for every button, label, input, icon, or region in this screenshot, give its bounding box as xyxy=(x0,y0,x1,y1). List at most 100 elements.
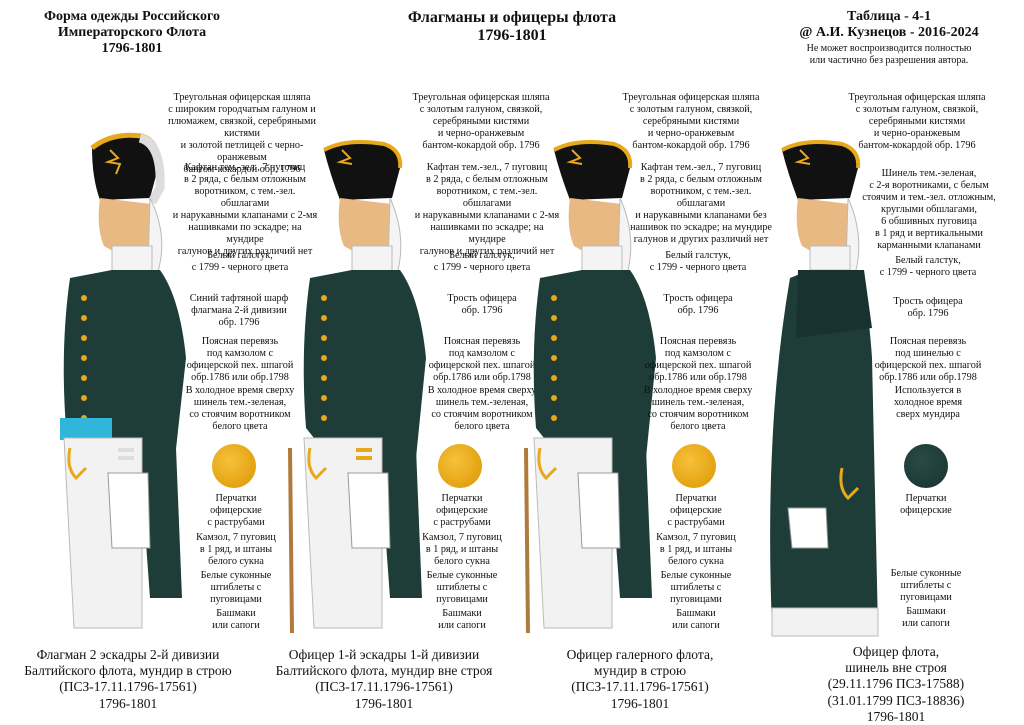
caption-line: (ПСЗ-17.11.1796-17561) xyxy=(59,679,197,695)
note-line: Башмаки xyxy=(906,606,946,617)
overcoat-color-swatch xyxy=(904,444,948,488)
note-line: Камзол, 7 пуговиц xyxy=(422,532,502,543)
note-line: Перчатки xyxy=(441,493,483,504)
note-line: Белый галстук, xyxy=(665,250,731,261)
note-line: воротником, с тем.-зел. обшлагами xyxy=(436,185,538,209)
note-line: офицерской пех. шпагой xyxy=(428,359,536,371)
note-line: обр.1786 или обр.1798 xyxy=(433,371,531,383)
note-line: серебряными кистями xyxy=(432,115,530,127)
note-line: Треугольная офицерская шляпа xyxy=(622,92,760,103)
note-line: под камзолом с xyxy=(448,347,516,359)
note-line: Перчатки xyxy=(905,493,947,504)
note-line: белого цвета xyxy=(212,420,268,432)
note-line: Кафтан тем.-зел., 7 пуговиц xyxy=(426,162,548,173)
copyright-note: Не может воспроизводится полностью или ч… xyxy=(764,43,1014,66)
note-line: и черно-оранжевым xyxy=(437,127,525,139)
note-line: и нарукавными клапанами без xyxy=(635,209,767,221)
note-line: Трость офицера xyxy=(447,293,517,304)
note-line: с раструбами xyxy=(433,516,491,528)
caption-line: Балтийского флота, мундир в строю xyxy=(24,663,232,679)
note-line: с 1799 - черного цвета xyxy=(191,261,289,273)
note-line: В холодное время сверху xyxy=(185,385,295,396)
figure-flagman-illustration xyxy=(60,132,186,629)
note-line: с 1799 - черного цвета xyxy=(433,261,531,273)
note-line: Поясная перевязь xyxy=(201,336,279,347)
note-overcoat-description: Шинель тем.-зеленая,с 2-я воротниками, с… xyxy=(854,168,1004,252)
note-necktie: Белый галстук,с 1799 - черного цвета xyxy=(868,255,988,279)
note-line: Кафтан тем.-зел., 7 пуговиц xyxy=(184,162,306,173)
note-line: офицерские xyxy=(900,504,952,516)
note-line: бантом-кокардой обр. 1796 xyxy=(183,163,301,175)
caption-line: Офицер галерного флота, xyxy=(566,647,714,662)
note-line: Поясная перевязь xyxy=(443,336,521,347)
caption-line: (29.11.1796 ПСЗ-17588) xyxy=(827,676,965,692)
note-line: Перчатки xyxy=(215,493,257,504)
note-line: сверх мундира xyxy=(896,408,960,420)
note-line: воротником, с тем.-зел. обшлагами xyxy=(194,185,296,209)
note-line: под камзолом с xyxy=(206,347,274,359)
note-line: офицерской пех. шпагой xyxy=(186,359,294,371)
caption-line: Офицер флота, xyxy=(852,644,940,659)
note-line: офицерские xyxy=(210,504,262,516)
note-line: в 1 ряд, и штаны xyxy=(659,543,733,555)
note-line: пуговицами xyxy=(670,593,722,605)
note-line: 6 обшивных пуговица xyxy=(881,215,977,227)
note-line: с золотым галуном, связкой, xyxy=(419,103,543,115)
note-line: Белые суконные xyxy=(426,570,498,581)
note-line: белого цвета xyxy=(454,420,510,432)
page-title: Флагманы и офицеры флота 1796-1801 xyxy=(300,9,724,46)
note-line: в 2 ряда, с белым отложным xyxy=(639,173,762,185)
page-title-line: 1796-1801 xyxy=(477,27,547,45)
note-line: Треугольная офицерская шляпа xyxy=(173,92,311,103)
note-line: шинель тем.-зеленая, xyxy=(435,396,529,408)
caption-line: Офицер 1-й эскадры 1-й дивизии xyxy=(288,647,480,662)
note-line: Трость офицера xyxy=(663,293,733,304)
note-line: со стоячим воротником xyxy=(189,408,291,420)
note-line: серебряными кистями xyxy=(868,115,966,127)
note-line: и черно-оранжевым xyxy=(647,127,735,139)
note-line: Кафтан тем.-зел., 7 пуговиц xyxy=(640,162,762,173)
note-line: Перчатки xyxy=(675,493,717,504)
caption-line: (ПСЗ-17.11.1796-17561) xyxy=(571,679,709,695)
note-line: Поясная перевязь xyxy=(659,336,737,347)
note-line: карманными клапанами xyxy=(877,239,981,251)
button-color-swatch xyxy=(212,444,256,488)
note-line: нашивок по эскадре; на мундире xyxy=(630,221,772,233)
figure-galley-officer-illustration xyxy=(524,140,656,634)
note-line: в 2 ряда, с белым отложным xyxy=(183,173,306,185)
note-line: Белый галстук, xyxy=(207,250,273,261)
caption: Офицер флота,шинель вне строя(29.11.1796… xyxy=(768,644,1024,725)
note-line: или сапоги xyxy=(438,619,486,631)
note-line: и нарукавными клапанами с 2-мя xyxy=(414,209,560,221)
header-left: Форма одежды Российского Императорского … xyxy=(12,9,252,57)
caption-line: 1796-1801 xyxy=(610,695,670,711)
note-line: обр.1786 или обр.1798 xyxy=(649,371,747,383)
note-line: штиблеты с xyxy=(436,581,488,593)
note-line: в 2 ряда, с белым отложным xyxy=(425,173,548,185)
note-line: белого сукна xyxy=(668,555,724,567)
note-line: Камзол, 7 пуговиц xyxy=(656,532,736,543)
note-line: белого цвета xyxy=(670,420,726,432)
note-line: Белые суконные xyxy=(890,568,962,579)
note-line: бантом-кокардой обр. 1796 xyxy=(858,139,976,151)
button-color-swatch xyxy=(672,444,716,488)
note-line: в 1 ряд и вертикальными xyxy=(875,227,983,239)
note-line: галунов и других различий нет xyxy=(419,245,555,257)
note-line: штиблеты с xyxy=(670,581,722,593)
caption-line: (31.01.1799 ПСЗ-18836) xyxy=(827,692,965,708)
note-line: Белый галстук, xyxy=(895,255,961,266)
note-line: В холодное время сверху xyxy=(643,385,753,396)
